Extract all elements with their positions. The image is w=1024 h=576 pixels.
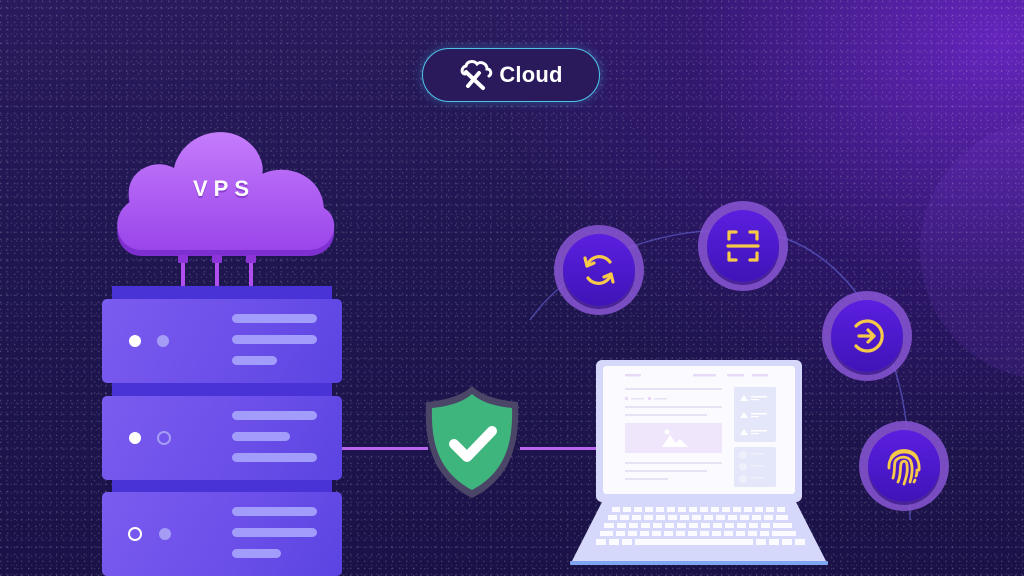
scan-icon xyxy=(726,230,760,262)
vent-bar xyxy=(232,335,317,344)
vent-bar xyxy=(232,314,317,323)
vent-bar xyxy=(232,432,290,441)
shield-check-icon xyxy=(425,386,519,498)
feature-sync xyxy=(554,225,644,315)
laptop xyxy=(564,355,834,576)
vent-bar xyxy=(232,453,317,462)
brand-logo-pill: Cloud xyxy=(422,48,600,102)
vent-bar xyxy=(232,356,277,365)
security-shield xyxy=(414,382,530,507)
vent-bar xyxy=(232,549,281,558)
cloud-icon xyxy=(117,132,335,286)
vent-bar xyxy=(232,507,317,516)
feature-login xyxy=(822,291,912,381)
fingerprint-icon xyxy=(887,449,921,486)
vps-cloud: VPS xyxy=(112,116,336,291)
brand-name: Cloud xyxy=(499,62,563,87)
laptop-icon xyxy=(570,360,828,565)
status-led xyxy=(129,335,141,347)
x-cloud-logo-icon xyxy=(460,60,493,90)
vps-label: VPS xyxy=(192,176,256,201)
connection-line xyxy=(342,447,428,450)
status-led xyxy=(157,335,169,347)
status-led xyxy=(157,431,171,445)
sync-icon xyxy=(583,255,615,285)
background-glow xyxy=(920,120,1024,380)
status-led xyxy=(128,527,142,541)
server-unit-1 xyxy=(102,299,342,383)
vent-bar xyxy=(232,411,317,420)
status-led xyxy=(159,528,171,540)
feature-scan xyxy=(698,201,788,291)
server-unit-2 xyxy=(102,396,342,480)
vent-bar xyxy=(232,528,317,537)
server-unit-3 xyxy=(102,492,342,576)
login-arrow-icon xyxy=(854,319,884,353)
status-led xyxy=(129,432,141,444)
feature-fingerprint xyxy=(859,421,949,511)
